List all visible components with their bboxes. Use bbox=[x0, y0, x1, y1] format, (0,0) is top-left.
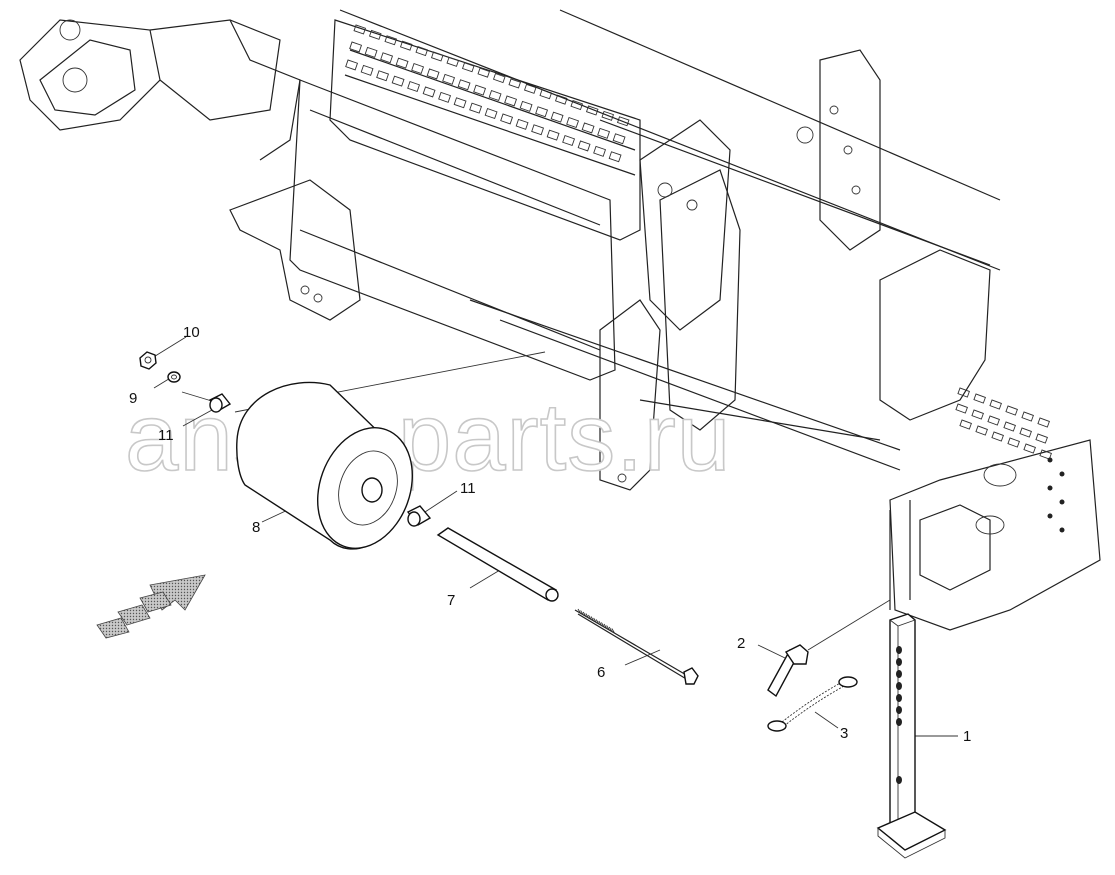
callout-8: 8 bbox=[252, 519, 260, 536]
pin-part bbox=[767, 644, 809, 698]
callout-11-left: 11 bbox=[158, 427, 174, 444]
callout-10: 10 bbox=[183, 324, 200, 341]
conveyor-teeth bbox=[345, 24, 630, 163]
nut-part bbox=[139, 351, 157, 370]
callout-7: 7 bbox=[447, 592, 455, 609]
callout-1: 1 bbox=[963, 728, 971, 745]
bolt-part bbox=[574, 608, 699, 685]
callout-2: 2 bbox=[737, 635, 745, 652]
forward-direction-arrow-icon bbox=[96, 574, 206, 639]
washer-part bbox=[167, 371, 181, 383]
bushing-part-right bbox=[406, 505, 432, 527]
bushing-part-left bbox=[208, 393, 232, 413]
roller-part bbox=[236, 381, 414, 550]
machine-frame bbox=[19, 9, 1101, 631]
support-stand-part bbox=[876, 613, 947, 859]
callout-3: 3 bbox=[840, 725, 848, 742]
conveyor-teeth-right bbox=[955, 387, 1052, 460]
tube-part bbox=[436, 527, 559, 602]
chain-part bbox=[767, 676, 858, 732]
callout-11-right: 11 bbox=[460, 480, 476, 497]
callout-6: 6 bbox=[597, 664, 605, 681]
callout-9: 9 bbox=[129, 390, 137, 407]
frame-holes bbox=[1047, 457, 1065, 533]
callout-labels: 10 9 11 11 8 7 6 2 3 1 bbox=[129, 324, 971, 745]
